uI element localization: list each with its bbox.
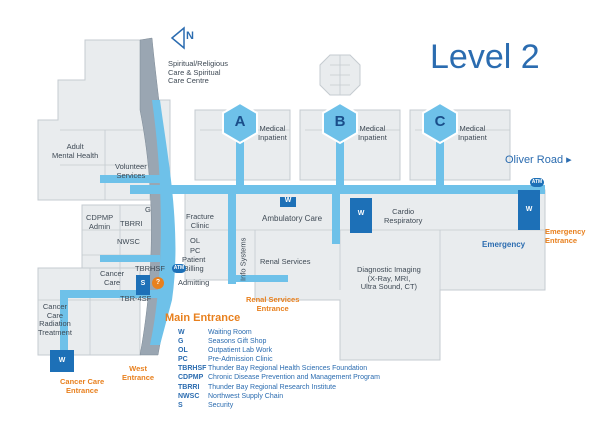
label-tbr-4sf: TBR-4SF	[120, 294, 152, 303]
corridor-to-pod-b	[336, 130, 344, 190]
label-admitting: Admitting	[178, 278, 210, 287]
label-info-systems: Info Systems	[238, 237, 248, 281]
legend-row: PC Pre-Admission Clinic	[178, 355, 380, 364]
legend-code: OL	[178, 347, 188, 355]
legend-code: PC	[178, 356, 188, 364]
label-medical-inpatient-b: Medical Inpatient	[358, 124, 387, 142]
legend-row: OL Outpatient Lab Work	[178, 346, 380, 355]
legend-desc: Chronic Disease Prevention and Managemen…	[208, 374, 380, 382]
label-diagnostic-imaging: Diagnostic Imaging (X-Ray, MRI, Ultra So…	[357, 265, 421, 292]
pod-c-letter: C	[434, 113, 446, 130]
label-cardio-respiratory: Cardio Respiratory	[384, 207, 423, 225]
legend-desc: Thunder Bay Regional Health Sciences Fou…	[208, 365, 368, 373]
label-pc: PC	[190, 246, 201, 255]
label-cancer-care: Cancer Care	[100, 269, 125, 287]
legend-row: W Waiting Room	[178, 328, 380, 337]
legend-desc: Northwest Supply Chain	[208, 392, 284, 400]
corridor-info	[228, 194, 236, 284]
security-marker: S	[138, 280, 148, 287]
pod-b-letter: B	[334, 113, 346, 130]
legend-desc: Security	[208, 401, 234, 409]
emergency-entrance-label: Emergency Entrance	[545, 227, 586, 245]
legend-code: S	[178, 401, 183, 409]
corridor-to-pod-a	[236, 130, 244, 190]
legend-desc: Thunder Bay Regional Research Institute	[208, 383, 337, 391]
corridor-cancer-vert	[60, 290, 68, 350]
label-patient-billing: Patient Billing	[182, 255, 206, 273]
label-tbrhsf: TBRHSF	[135, 264, 165, 273]
corridor-diag	[332, 194, 340, 244]
legend-row: G Seasons Gift Shop	[178, 337, 380, 346]
legend-row: TBRRI Thunder Bay Regional Research Insti…	[178, 383, 380, 392]
map-legend: W Waiting Room G Seasons Gift Shop OL Outpa…	[178, 328, 380, 410]
atm-icon-east: ATM	[530, 178, 544, 187]
label-cancer-radiation: Cancer Care Radiation Treatment	[38, 302, 72, 337]
cardio-waiting-room: W	[354, 210, 368, 217]
compass-label: N	[186, 30, 194, 42]
corridor-volunteer	[100, 175, 160, 183]
west-entrance-label: West Entrance	[122, 364, 155, 382]
label-ol: OL	[190, 236, 201, 245]
atm-icon-west: ATM	[172, 264, 186, 273]
legend-code: CDPMP	[178, 374, 204, 382]
label-renal-services: Renal Services	[260, 257, 311, 266]
emergency-waiting-room: W	[522, 206, 536, 213]
corridor-renal	[228, 275, 288, 282]
legend-desc: Seasons Gift Shop	[208, 338, 267, 346]
legend-code: TBRRI	[178, 383, 200, 391]
label-cdpmp-admin: CDPMP Admin	[86, 213, 114, 231]
label-volunteer-services: Volunteer Services	[115, 162, 147, 180]
pod-b-hexagon	[322, 101, 358, 145]
legend-code: W	[178, 329, 185, 336]
renal-entrance-label: Renal Services Entrance	[246, 295, 300, 313]
legend-row: CDPMP Chronic Disease Prevention and Mana…	[178, 373, 380, 382]
road-arrow-icon: ▸	[566, 154, 572, 166]
label-nwsc: NWSC	[117, 237, 140, 246]
legend-row: NWSC Northwest Supply Chain	[178, 392, 380, 401]
corridor-tbr	[100, 255, 160, 262]
corridor-curve-main	[150, 100, 176, 345]
label-adult-mental-health: Adult Mental Health	[52, 142, 99, 160]
corridor-to-pod-c	[436, 130, 444, 190]
pod-a-hexagon	[222, 101, 258, 145]
info-question-icon: ?	[152, 277, 164, 289]
label-ambulatory-care: Ambulatory Care	[262, 214, 323, 223]
ambulatory-waiting-room: W	[280, 197, 296, 207]
cancer-entrance-label: Cancer Care Entrance	[60, 377, 105, 395]
legend-code: TBRHSF	[178, 365, 207, 373]
road-name: Oliver Road	[505, 154, 564, 166]
label-medical-inpatient-a: Medical Inpatient	[258, 124, 287, 142]
main-entrance-label: Main Entrance	[165, 312, 241, 324]
pod-a-letter: A	[234, 113, 246, 130]
label-spiritual-care: Spiritual/Religious Care & Spiritual Car…	[168, 59, 229, 86]
legend-code: NWSC	[178, 392, 200, 400]
north-compass	[170, 26, 185, 50]
floor-title: Level 2	[430, 38, 540, 76]
label-emergency: Emergency	[482, 240, 526, 249]
label-medical-inpatient-c: Medical Inpatient	[458, 124, 487, 142]
label-tbrri: TBRRI	[120, 219, 143, 228]
label-gift-shop: G	[145, 205, 151, 214]
road-label: Oliver Road ▸	[505, 153, 572, 166]
legend-desc: Outpatient Lab Work	[208, 347, 273, 355]
legend-row: S Security	[178, 401, 380, 410]
pod-c-hexagon	[422, 101, 458, 145]
corridor-cancer	[60, 290, 170, 298]
label-fracture-clinic: Fracture Clinic	[186, 212, 214, 230]
legend-code: G	[178, 338, 184, 346]
cancer-waiting-room: W	[55, 357, 69, 364]
legend-desc: Waiting Room	[208, 329, 252, 336]
legend-desc: Pre-Admission Clinic	[208, 356, 273, 364]
